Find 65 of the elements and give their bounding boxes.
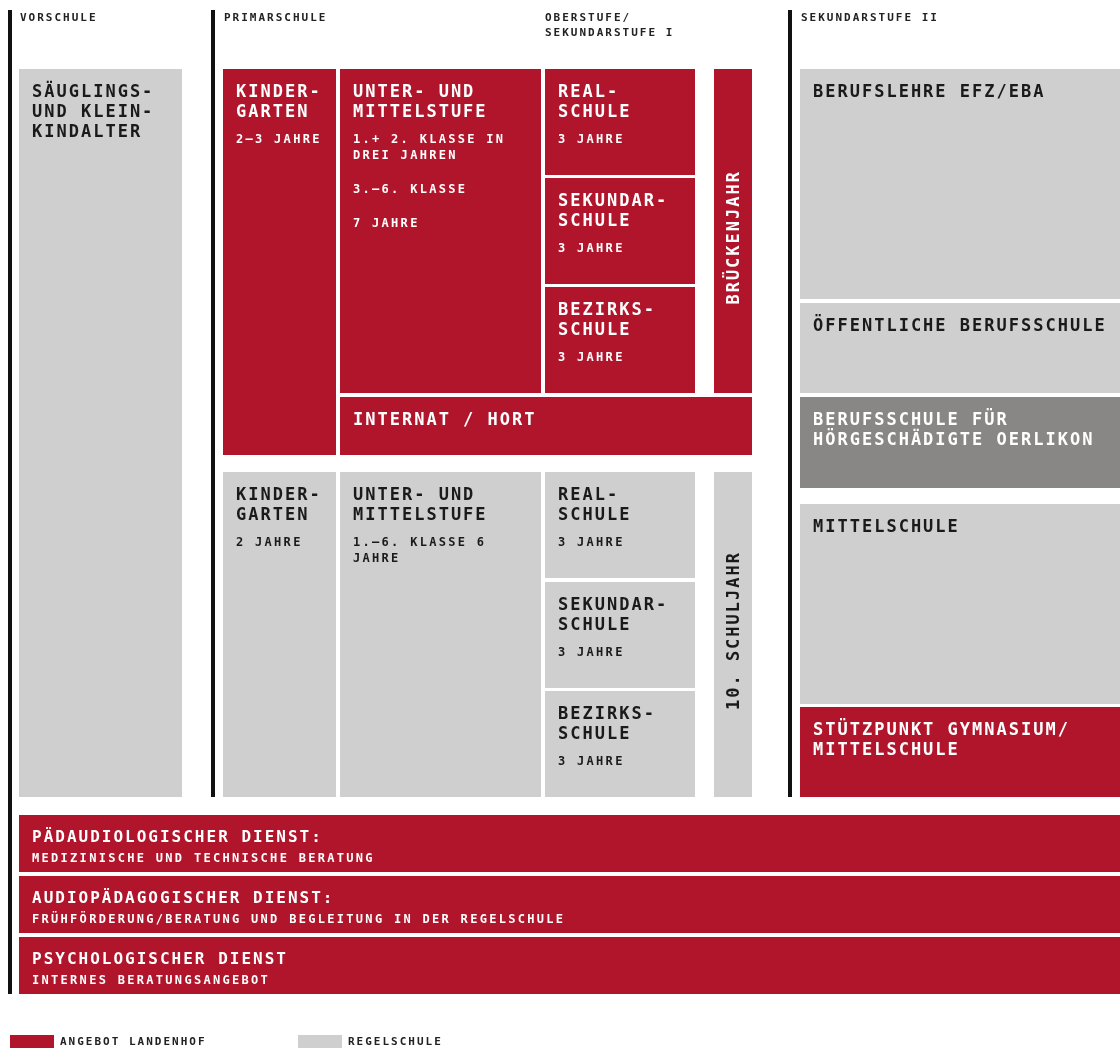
box-title: MITTELSCHULE [813,516,961,536]
school-box [800,69,1120,299]
service-band [19,815,1120,872]
school-box [800,707,1120,797]
service-band [19,937,1120,994]
column-heading: SEKUNDARSTUFE II [801,10,940,25]
box-title: KINDER- GARTEN [236,81,323,121]
box-note: 1.+ 2. KLASSE IN DREI JAHREN [353,131,507,163]
box-note: 3 JAHRE [558,349,626,365]
box-title: KINDER- GARTEN [236,484,323,524]
box-title: REAL- SCHULE [558,81,633,121]
school-box [545,287,695,393]
legend-label: REGELSCHULE [348,1035,443,1048]
box-title: 10. SCHULJAHR [723,550,743,710]
vertical-bar [714,69,752,393]
school-box [545,178,695,284]
box-note: 3 JAHRE [558,644,626,660]
box-title: STÜTZPUNKT GYMNASIUM/ MITTELSCHULE [813,719,1071,759]
school-box [545,691,695,797]
box-note: FRÜHFÖRDERUNG/BERATUNG UND BEGLEITUNG IN DER REGELSCHULE [32,911,567,927]
box-title: BEZIRKS- SCHULE [558,299,657,339]
box-title: PÄDAUDIOLOGISCHER DIENST: [32,827,324,847]
school-box [223,472,336,797]
box-note: 3 JAHRE [558,534,626,550]
legend-label: ANGEBOT LANDENHOF [60,1035,207,1048]
column-heading: PRIMARSCHULE [224,10,329,25]
box-title: BERUFSLEHRE EFZ/EBA [813,81,1047,101]
box-note: 3 JAHRE [558,753,626,769]
box-title: BRÜCKENJAHR [723,170,743,305]
box-note: 7 JAHRE [353,215,421,231]
box-title: BEZIRKS- SCHULE [558,703,657,743]
box-title: SEKUNDAR- SCHULE [558,190,670,230]
school-box [340,69,541,393]
box-note: 3 JAHRE [558,240,626,256]
box-note: INTERNES BERATUNGSANGEBOT [32,972,272,988]
vertical-bar [714,472,752,797]
school-box [545,69,695,175]
service-band [19,876,1120,933]
box-title: PSYCHOLOGISCHER DIENST [32,949,289,969]
school-box [19,69,182,797]
school-box [800,303,1120,393]
school-box [340,472,541,797]
school-box [800,504,1120,704]
box-note: 2–3 JAHRE [236,131,323,147]
box-note: 3 JAHRE [558,131,626,147]
box-note: 2 JAHRE [236,534,304,550]
school-box [545,472,695,578]
box-title: BERUFSSCHULE FÜR HÖRGESCHÄDIGTE OERLIKON [813,409,1096,449]
school-box [800,397,1120,488]
column-heading: OBERSTUFE/ SEKUNDARSTUFE I [545,10,676,40]
column-heading: VORSCHULE [20,10,99,25]
box-title: SÄUGLINGS- UND KLEIN- KINDALTER [32,81,156,141]
school-box [340,397,752,455]
box-title: ÖFFENTLICHE BERUFSSCHULE [813,315,1108,335]
box-title: AUDIOPÄDAGOGISCHER DIENST: [32,888,336,908]
box-title: SEKUNDAR- SCHULE [558,594,670,634]
box-title: INTERNAT / HORT [353,409,538,429]
box-title: REAL- SCHULE [558,484,633,524]
box-title: UNTER- UND MITTELSTUFE [353,81,489,121]
school-box [223,69,336,455]
box-note: MEDIZINISCHE UND TECHNISCHE BERATUNG [32,850,376,866]
box-title: UNTER- UND MITTELSTUFE [353,484,489,524]
school-box [545,582,695,688]
box-note: 1.–6. KLASSE 6 JAHRE [353,534,488,566]
box-note: 3.–6. KLASSE [353,181,469,197]
